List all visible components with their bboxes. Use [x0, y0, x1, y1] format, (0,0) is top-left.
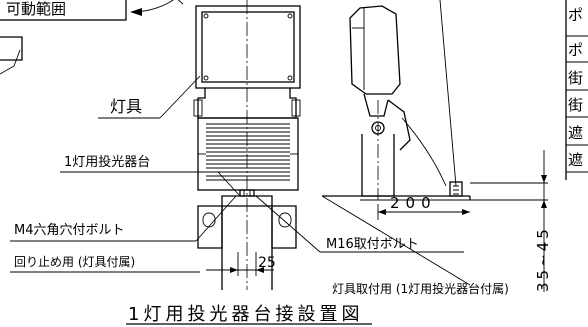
one-lamp-base-callout: 1灯用投光器台 — [60, 154, 241, 197]
left-pole-bracket — [0, 36, 23, 61]
side-table: ポ ポ 街 街 遮 遮 — [565, 0, 588, 180]
housing-screw-icon — [287, 75, 293, 81]
dim-200-label: 200 — [390, 194, 437, 212]
movable-range-label: 可動範囲 — [6, 0, 66, 18]
housing-screw-icon — [203, 75, 209, 81]
flange-slot-left — [202, 212, 216, 228]
flange-slot-right — [278, 212, 292, 228]
side-cable — [401, 117, 447, 187]
anti-rotation-label: 回り止め用 (灯具付属) — [14, 255, 135, 269]
m4-bolt-callout: M4六角穴付ボルト 回り止め用 (灯具付属) — [10, 195, 237, 273]
side-arm — [363, 93, 389, 117]
side-table-cell: 遮 — [568, 151, 583, 169]
left-pole-diagonal — [0, 49, 21, 75]
fixture-callout: 灯具 — [98, 75, 201, 119]
housing-screw-icon — [287, 13, 293, 19]
arc-arrowhead-icon — [130, 8, 142, 16]
front-view: 25 — [193, 0, 301, 290]
one-lamp-base-label: 1灯用投光器台 — [64, 154, 150, 170]
fixture-label: 灯具 — [110, 97, 142, 116]
dim-35-45-label: 35~45 — [534, 226, 552, 292]
side-table-cell: 遮 — [568, 124, 583, 142]
yoke-knob-right — [291, 99, 301, 117]
left-pole-fragment — [0, 36, 23, 75]
side-base-slope — [321, 195, 471, 286]
movable-range-callout: 可動範囲 — [0, 0, 184, 21]
side-table-cell: 街 — [568, 96, 583, 114]
heatsink-fins — [206, 123, 290, 181]
side-ballast — [387, 99, 411, 151]
arc-tick — [177, 0, 184, 5]
fixture-housing-outer — [195, 5, 301, 89]
side-table-cell: ポ — [568, 6, 583, 24]
movable-range-box — [0, 0, 127, 21]
heatsink-body — [197, 117, 299, 191]
side-post — [361, 134, 395, 197]
m16-usage-label: 灯具取付用 (1灯用投光器台付属) — [332, 281, 509, 296]
side-table-cell: ポ — [568, 41, 583, 59]
drawing-title: 1灯用投光器台接設置図 — [126, 304, 372, 325]
side-table-cell: 街 — [568, 69, 583, 87]
drawing-title-text: 1灯用投光器台接設置図 — [128, 304, 363, 325]
fixture-housing-inner — [201, 11, 295, 83]
housing-screw-icon — [203, 13, 209, 19]
dim-25-label: 25 — [258, 255, 276, 271]
m4-bolt-label: M4六角穴付ボルト — [14, 223, 125, 238]
yoke-knob-left — [193, 99, 203, 117]
side-leader — [439, 0, 457, 187]
side-fixture-shell — [349, 5, 401, 95]
m16-bolt-label: M16取付ボルト — [326, 237, 419, 252]
side-view: 200 35~45 — [321, 0, 552, 292]
